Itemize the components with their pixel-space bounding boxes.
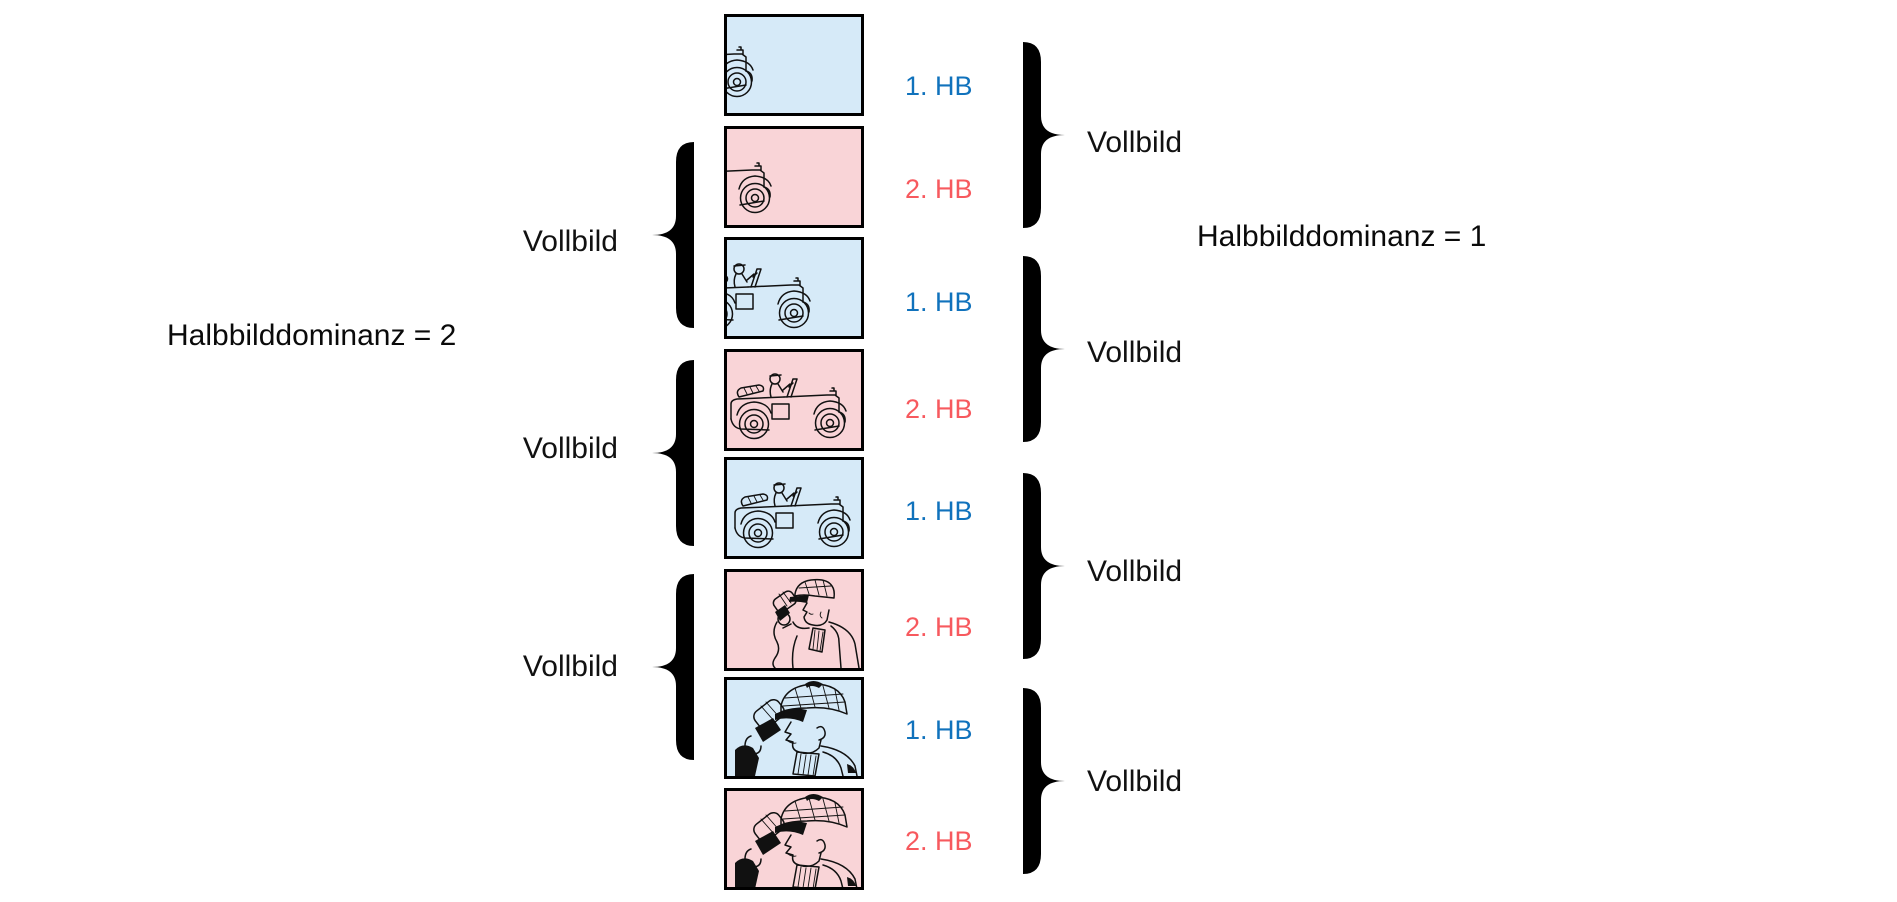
frame-1	[724, 14, 864, 116]
vollbild-label-left-3: Vollbild	[522, 650, 618, 683]
frame-2	[724, 126, 864, 228]
man-with-microphone-sketch	[770, 578, 860, 668]
frame-3	[724, 237, 864, 339]
vollbild-label-right-3: Vollbild	[1087, 555, 1183, 588]
vollbild-label-right-2: Vollbild	[1087, 336, 1183, 369]
right-brace-frames-1-2	[1023, 42, 1065, 228]
right-brace-frames-7-8	[1023, 688, 1065, 874]
frame-7	[724, 677, 864, 779]
frame-6	[724, 569, 864, 671]
field-label-7: 1. HB	[905, 715, 973, 745]
left-brace-frames-4-5	[652, 360, 694, 546]
field-label-4: 2. HB	[905, 394, 973, 424]
car-nose-sketch	[727, 148, 772, 215]
frame-4	[724, 349, 864, 451]
frame-5	[724, 457, 864, 559]
title-halbbilddominanz-2: Halbbilddominanz = 2	[167, 319, 457, 352]
right-brace-frames-3-4	[1023, 256, 1065, 442]
vollbild-label-right-1: Vollbild	[1087, 126, 1183, 159]
field-label-2: 2. HB	[905, 174, 973, 204]
car-full-sketch	[734, 482, 851, 549]
man-closeup-microphone-sketch	[734, 680, 858, 776]
frame-8	[724, 788, 864, 890]
man-closeup-microphone-sketch	[734, 793, 858, 887]
field-label-5: 1. HB	[905, 496, 973, 526]
field-label-6: 2. HB	[905, 612, 973, 642]
car-full-sketch	[730, 373, 847, 440]
car-front-entering-sketch	[727, 32, 754, 99]
field-label-3: 1. HB	[905, 287, 973, 317]
vollbild-label-left-1: Vollbild	[522, 225, 618, 258]
left-brace-frames-6-7	[652, 574, 694, 760]
title-halbbilddominanz-1: Halbbilddominanz = 1	[1197, 220, 1487, 253]
field-label-1: 1. HB	[905, 71, 973, 101]
field-label-8: 2. HB	[905, 826, 973, 856]
vollbild-label-right-4: Vollbild	[1087, 765, 1183, 798]
vollbild-label-left-2: Vollbild	[522, 432, 618, 465]
car-with-driver-sketch	[727, 263, 811, 330]
right-brace-frames-5-6	[1023, 473, 1065, 659]
left-brace-frames-2-3	[652, 142, 694, 328]
